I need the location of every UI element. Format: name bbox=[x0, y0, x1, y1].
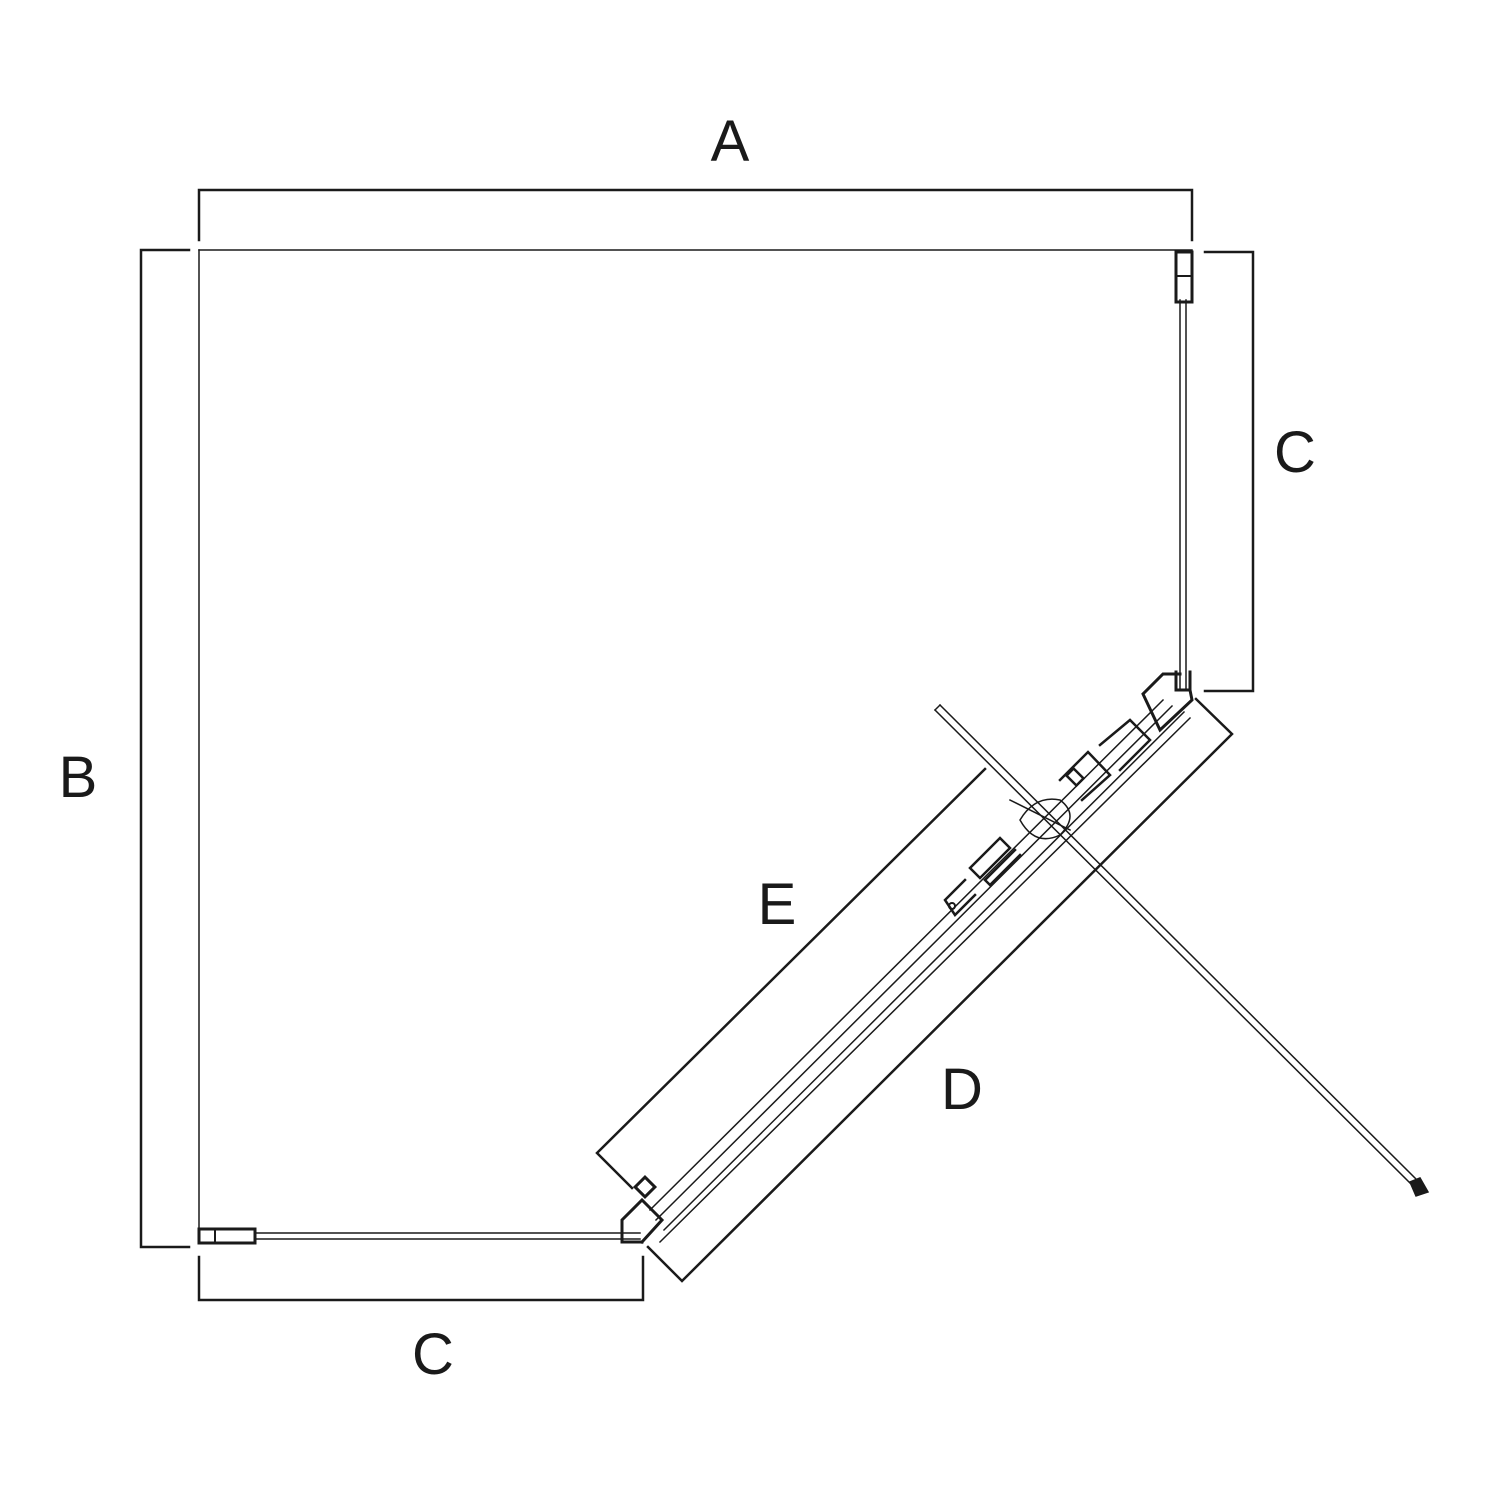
dimension-e-bracket bbox=[595, 767, 987, 1190]
bottom-side-panel bbox=[197, 1226, 644, 1245]
dimension-c-right-bracket bbox=[1203, 250, 1255, 693]
dimension-a-bracket bbox=[197, 188, 1194, 242]
lower-corner-post bbox=[620, 1197, 665, 1245]
lower-roller-assembly bbox=[943, 836, 1022, 917]
dimension-b-bracket bbox=[139, 248, 191, 1249]
label-c-bottom: C bbox=[412, 1322, 454, 1387]
diagonal-track bbox=[648, 698, 1192, 1244]
open-door-panel bbox=[933, 703, 1430, 1197]
label-c-right: C bbox=[1274, 420, 1316, 485]
dimension-c-bottom-bracket bbox=[197, 1255, 645, 1302]
dimension-d-bracket bbox=[646, 697, 1234, 1283]
right-side-panel bbox=[1174, 250, 1194, 692]
upper-roller-assembly bbox=[1058, 718, 1152, 802]
label-e: E bbox=[757, 872, 797, 937]
label-a: A bbox=[710, 109, 750, 174]
upper-corner-post bbox=[1141, 672, 1194, 733]
lower-hinge-block bbox=[632, 1174, 658, 1200]
label-d: D bbox=[941, 1057, 983, 1122]
label-b: B bbox=[58, 745, 98, 810]
